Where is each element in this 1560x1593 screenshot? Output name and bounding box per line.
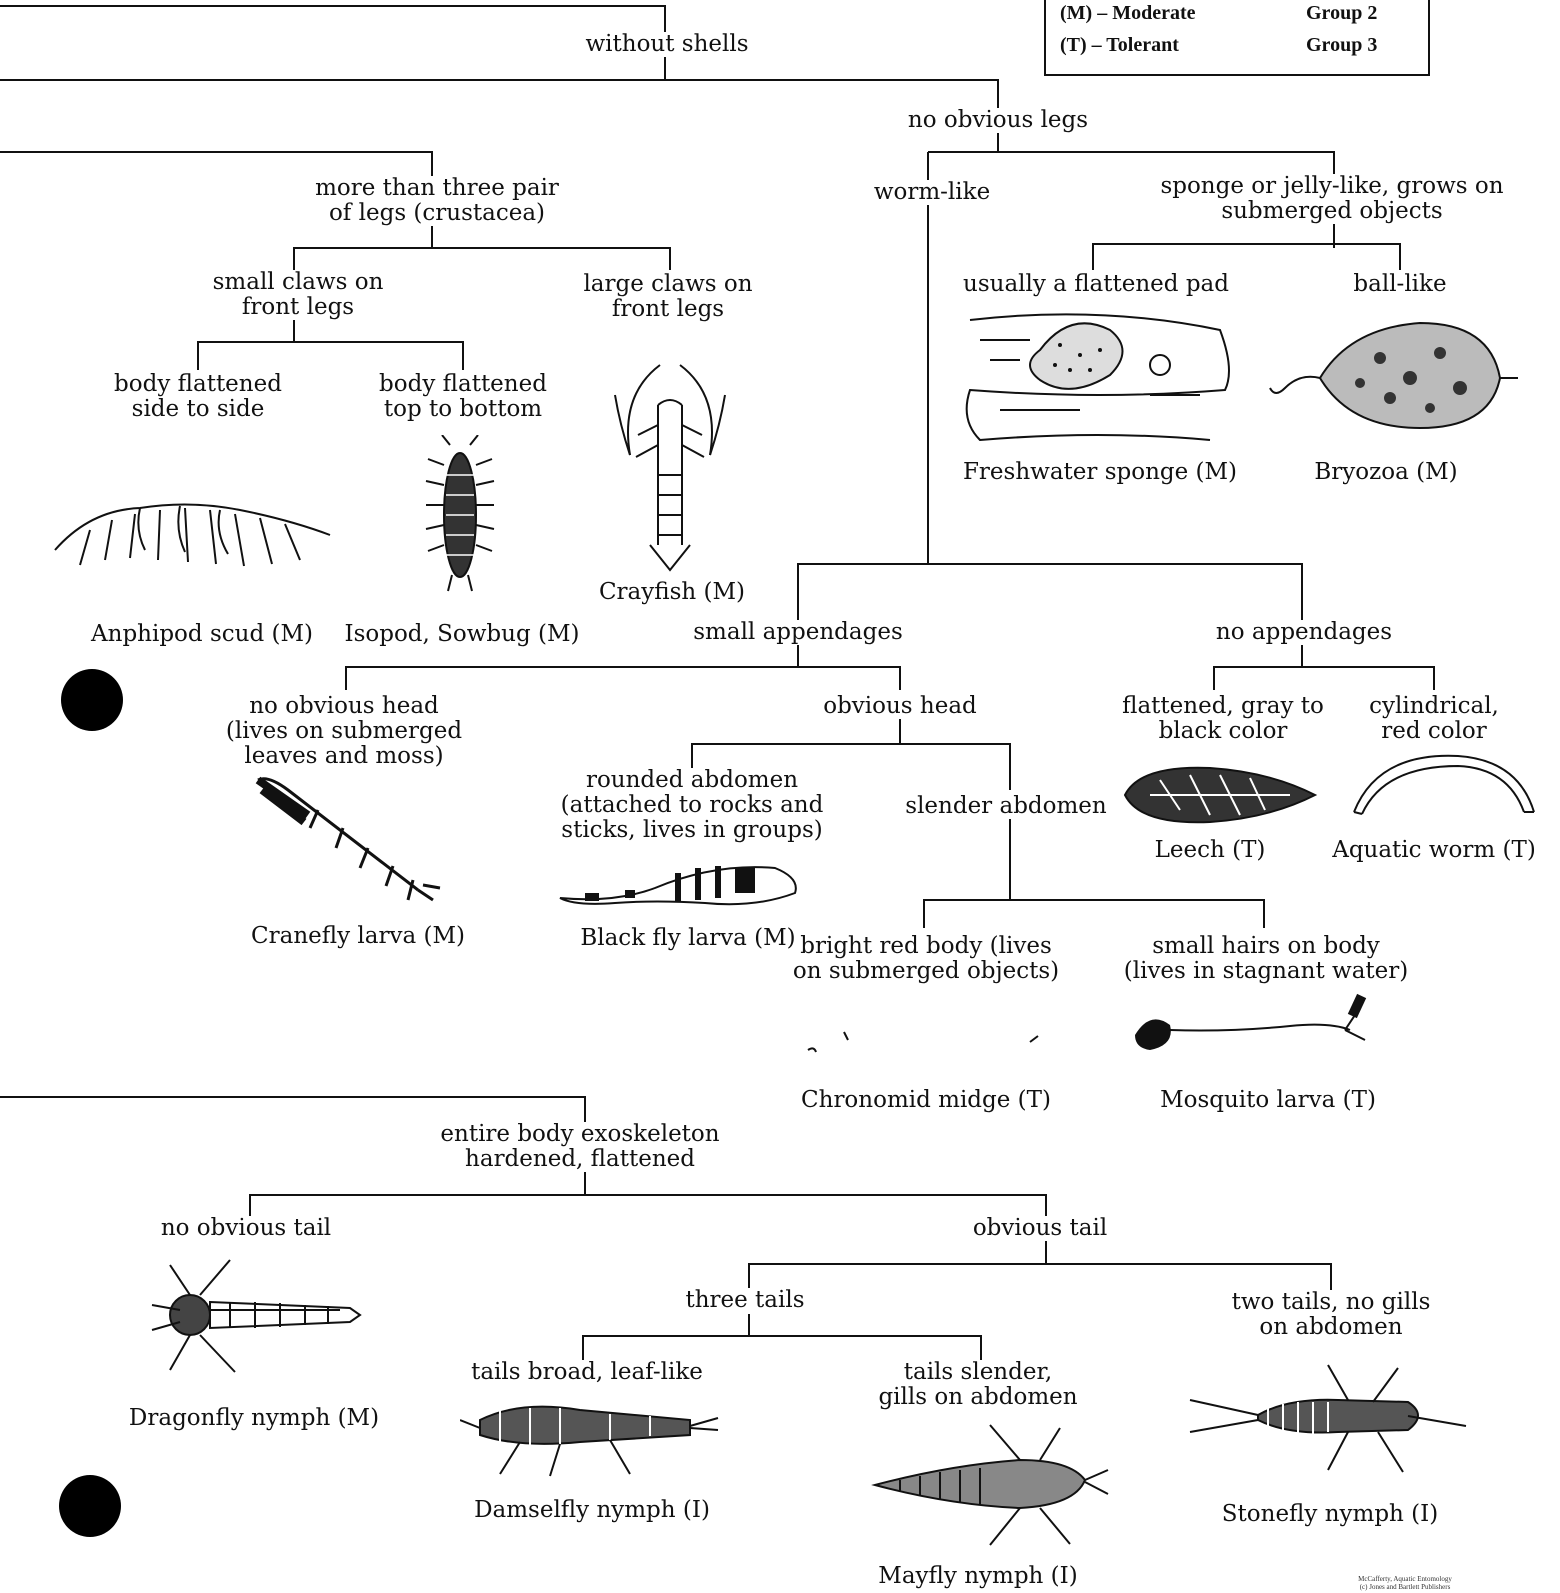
stonefly-nymph-icon — [1188, 1360, 1468, 1480]
legend-key-tolerant: (T) – Tolerant — [1060, 34, 1179, 57]
label-cranefly-larva: Cranefly larva (M) — [248, 924, 468, 949]
label-dragonfly-nymph: Dragonfly nymph (M) — [126, 1406, 382, 1431]
label-mosquito-larva: Mosquito larva (T) — [1157, 1088, 1379, 1113]
mosquito-larva-icon — [1130, 990, 1390, 1070]
bryozoa-icon — [1260, 318, 1520, 438]
node-no-appendages: no appendages — [1213, 620, 1395, 645]
damselfly-nymph-icon — [460, 1390, 720, 1480]
node-obvious-tail: obvious tail — [970, 1216, 1110, 1241]
node-worm-like: worm-like — [871, 180, 993, 205]
node-ball-like: ball-like — [1350, 272, 1449, 297]
label-amphipod-scud: Anphipod scud (M) — [88, 622, 316, 647]
tolerance-legend: (M) – Moderate Group 2 (T) – Tolerant Gr… — [1044, 0, 1430, 76]
node-no-obvious-tail: no obvious tail — [158, 1216, 334, 1241]
node-tails-broad: tails broad, leaf-like — [468, 1360, 706, 1385]
chironomid-midge-icon — [800, 1028, 1050, 1068]
legend-group-3: Group 3 — [1306, 34, 1377, 57]
label-freshwater-sponge: Freshwater sponge (M) — [960, 460, 1240, 485]
legend-group-2: Group 2 — [1306, 2, 1377, 25]
legend-row-moderate: (M) – Moderate Group 2 — [1060, 2, 1418, 28]
label-aquatic-worm: Aquatic worm (T) — [1329, 838, 1539, 863]
node-no-obvious-legs: no obvious legs — [905, 108, 1091, 133]
node-obvious-head: obvious head — [820, 694, 980, 719]
label-black-fly-larva: Black fly larva (M) — [577, 926, 798, 951]
label-leech: Leech (T) — [1152, 838, 1269, 863]
dragonfly-nymph-icon — [150, 1250, 370, 1380]
freshwater-sponge-icon — [960, 310, 1240, 450]
node-flattened-pad: usually a flattened pad — [960, 272, 1232, 297]
black-fly-larva-icon — [555, 858, 805, 918]
label-damselfly-nymph: Damselfly nymph (I) — [471, 1498, 713, 1523]
binder-hole-lower — [59, 1475, 121, 1537]
isopod-sowbug-icon — [420, 435, 500, 595]
node-small-hairs: small hairs on body(lives in stagnant wa… — [1121, 934, 1411, 984]
leech-icon — [1120, 760, 1320, 830]
node-small-appendages: small appendages — [690, 620, 906, 645]
crayfish-icon — [610, 335, 730, 575]
mayfly-nymph-icon — [870, 1420, 1110, 1550]
label-isopod-sowbug: Isopod, Sowbug (M) — [341, 622, 582, 647]
aquatic-worm-icon — [1348, 752, 1540, 822]
label-stonefly-nymph: Stonefly nymph (I) — [1219, 1502, 1441, 1527]
label-chironomid-midge: Chronomid midge (T) — [798, 1088, 1054, 1113]
node-three-tails: three tails — [682, 1288, 807, 1313]
source-credit: McCafferty, Aquatic Entomology (c) Jones… — [1330, 1575, 1480, 1591]
legend-key-moderate: (M) – Moderate — [1060, 2, 1196, 25]
node-cylindrical-red: cylindrical,red color — [1366, 694, 1502, 744]
label-mayfly-nymph: Mayfly nymph (I) — [875, 1564, 1080, 1589]
label-bryozoa: Bryozoa (M) — [1311, 460, 1460, 485]
cranefly-larva-icon — [248, 770, 448, 910]
label-crayfish: Crayfish (M) — [596, 580, 748, 605]
node-tails-slender: tails slender,gills on abdomen — [875, 1360, 1080, 1410]
node-slender-abdomen: slender abdomen — [902, 794, 1109, 819]
node-without-shells: without shells — [582, 32, 751, 57]
binder-hole-upper — [61, 669, 123, 731]
amphipod-scud-icon — [50, 490, 340, 590]
legend-row-tolerant: (T) – Tolerant Group 3 — [1060, 34, 1418, 60]
